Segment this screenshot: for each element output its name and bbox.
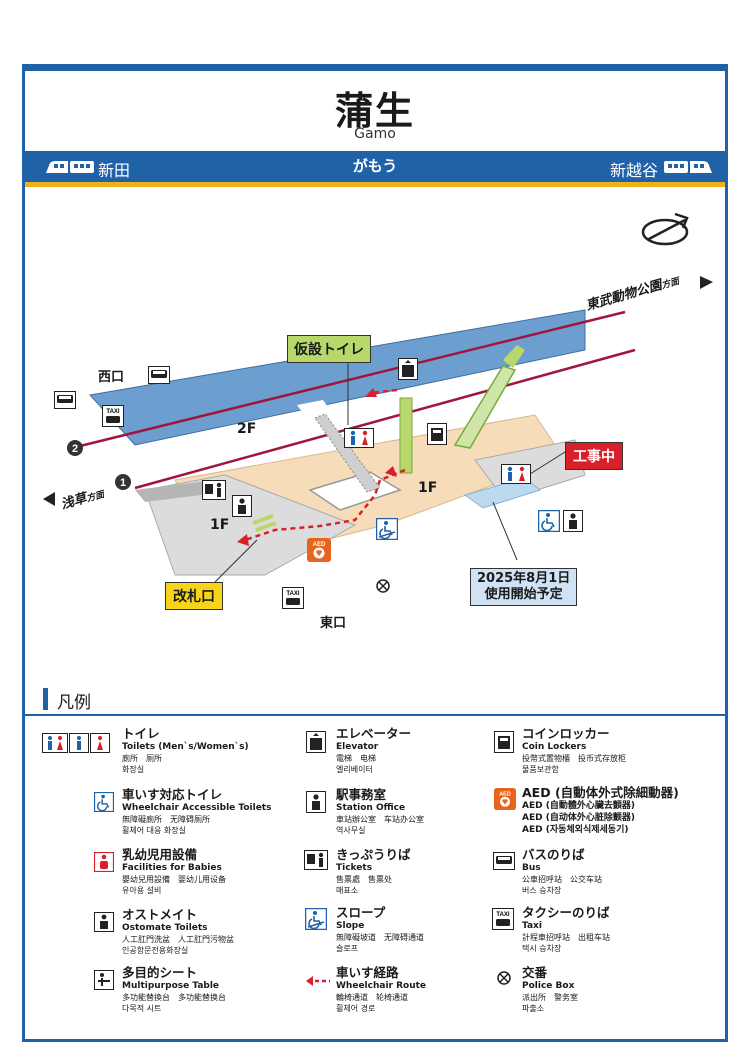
taxi-tag: TAXI [106, 409, 120, 415]
east-exit-label: 東口 [320, 616, 347, 631]
toilet-icon [344, 428, 374, 448]
wheelchair-toilet-icon [538, 510, 560, 532]
elevator-icon [398, 358, 418, 380]
station-map: 2 1 [43, 212, 713, 593]
temp-toilet-callout: 仮設トイレ [287, 335, 371, 363]
coin-locker-icon [427, 423, 447, 445]
opening-date: 2025年8月1日 [477, 571, 571, 586]
multipurpose-table-icon [94, 970, 114, 990]
baby-facilities-icon [94, 852, 114, 872]
west-exit-label: 西口 [98, 370, 125, 385]
taxi-icon: TAXI [282, 587, 304, 609]
slope-icon [305, 908, 327, 930]
wheelchair-toilet-icon [94, 792, 114, 812]
legend-title-bar [43, 688, 48, 710]
wheelchair-route-arrow-up [365, 388, 377, 397]
track-1 [134, 348, 636, 490]
wheelchair-route-icon [306, 976, 330, 986]
legend-divider [25, 714, 725, 716]
elevator-shaft [399, 397, 413, 474]
bus-icon [54, 391, 76, 409]
coin-locker-icon [494, 731, 514, 753]
ostomate-icon [563, 510, 583, 532]
next-station-name: 新越谷 [610, 161, 659, 180]
prev-station-name: 新田 [98, 161, 131, 180]
direction-arrow-north [700, 276, 713, 289]
wheelchair-route-arrow-right [385, 466, 397, 477]
slope-icon [376, 518, 398, 540]
floor-1f-left-label: 1F [210, 517, 230, 533]
ticket-icon [304, 850, 328, 870]
legend-item-aed: AED (自動体外式除細動器)AED (自動體外心臟去顫器)AED (自动体外心… [522, 785, 679, 836]
aed-tag: AED [499, 791, 511, 797]
toilet-icon [501, 464, 531, 484]
ticket-icon [202, 480, 226, 500]
platform-2-badge [67, 440, 83, 456]
ticket-gate-callout: 改札口 [165, 582, 223, 610]
floor-2f-label: 2F [237, 421, 257, 437]
ostomate-icon [94, 912, 114, 932]
compass-icon [641, 212, 689, 246]
construction-callout: 工事中 [565, 442, 623, 470]
opening-note: 使用開始予定 [484, 587, 563, 602]
platform-2f [89, 309, 586, 446]
line-bar [25, 151, 725, 182]
opening-leader [492, 501, 518, 561]
stairs-right [453, 365, 517, 449]
aed-tag: AED [313, 542, 326, 548]
station-office-icon [232, 495, 252, 517]
police-box-icon [376, 579, 390, 593]
stairs-left [314, 413, 381, 493]
platform-1-badge [115, 474, 131, 490]
track-2 [79, 310, 626, 448]
toilet-icon [42, 733, 110, 753]
floor-1f-label: 1F [418, 480, 438, 496]
concourse-void [308, 471, 402, 511]
ticket-gate-mark [252, 514, 277, 532]
aed-icon: AED [494, 788, 516, 810]
taxi-tag: TAXI [496, 912, 510, 918]
station-name-romanized: Gamo [354, 126, 396, 142]
map-frame [22, 64, 728, 1042]
line-stripe [25, 182, 725, 187]
construction-leader [529, 451, 566, 475]
legend-title: 凡例 [57, 693, 91, 713]
platform-1-number: 1 [120, 477, 126, 489]
station-kana: がもう [352, 157, 398, 175]
wheelchair-route-arrow-left [237, 534, 249, 546]
platform-2-number: 2 [72, 443, 78, 455]
police-box-icon [497, 971, 511, 985]
bus-icon [148, 366, 170, 384]
frame-top-bar [22, 64, 728, 71]
taxi-icon: TAXI [102, 405, 124, 427]
gate-leader [214, 539, 258, 583]
direction-arrow-south [43, 492, 55, 506]
taxi-icon: TAXI [492, 908, 514, 930]
aed-icon: AED [307, 538, 331, 562]
station-office-icon [306, 791, 326, 813]
stairs-right-top [503, 345, 525, 368]
taxi-tag: TAXI [286, 591, 300, 597]
station-name: 蒲生 [334, 89, 415, 133]
elevator-icon [306, 731, 326, 753]
train-right-icon [664, 161, 712, 173]
bus-icon [493, 852, 515, 870]
opening-date-callout: 2025年8月1日 使用開始予定 [470, 568, 578, 606]
train-left-icon [46, 161, 94, 173]
platform-opening [297, 400, 330, 416]
